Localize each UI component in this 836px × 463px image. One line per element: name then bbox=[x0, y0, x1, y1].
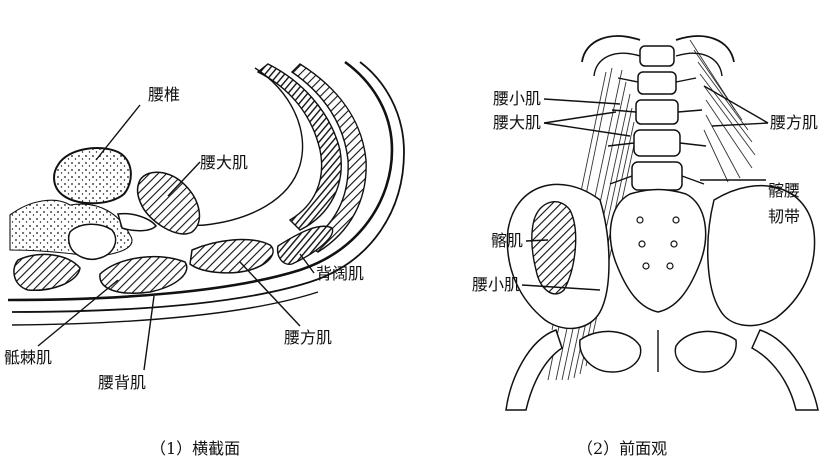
iliacus-muscle bbox=[532, 202, 576, 294]
leader-iliacus bbox=[526, 240, 548, 241]
label-sacrospinalis: 骶棘肌 bbox=[4, 348, 52, 367]
cross-section-diagram: 腰椎 腰大肌 背阔肌 腰方肌 骶棘肌 腰背肌 （1）横截面 bbox=[4, 62, 404, 458]
rib-left-2 bbox=[594, 53, 640, 76]
label-lumbodorsal-muscle: 腰背肌 bbox=[98, 373, 146, 392]
pubis-left bbox=[580, 331, 641, 372]
quadratus-lumborum-muscle bbox=[190, 240, 273, 273]
rib-left bbox=[582, 36, 640, 62]
leader-psoas-minor-top bbox=[544, 99, 620, 104]
label-psoas-major: 腰大肌 bbox=[200, 153, 248, 172]
quadratus-lumborum-fibers bbox=[690, 40, 755, 182]
label-latissimus-dorsi: 背阔肌 bbox=[316, 264, 364, 283]
femur-left bbox=[506, 330, 562, 410]
label-iliacus: 髂肌 bbox=[491, 231, 523, 250]
label-quadratus-lumborum: 腰方肌 bbox=[770, 113, 818, 132]
label-iliolumbar-1: 髂腰 bbox=[768, 181, 800, 200]
lumbar-vertebra-body bbox=[54, 148, 131, 203]
label-iliolumbar-2: 韧带 bbox=[768, 207, 800, 226]
rib-right bbox=[676, 36, 734, 62]
vertebral-arch bbox=[69, 224, 116, 259]
caption-cross-section: （1）横截面 bbox=[150, 439, 240, 458]
front-view-diagram: 腰小肌 腰大肌 腰方肌 髂腰 韧带 髂肌 腰小肌 （2）前面观 bbox=[472, 36, 818, 458]
label-psoas-major: 腰大肌 bbox=[493, 113, 541, 132]
label-quadratus-lumborum: 腰方肌 bbox=[284, 328, 332, 347]
pubis-right bbox=[675, 331, 736, 372]
femur-right bbox=[752, 330, 818, 410]
lumbar-spine bbox=[608, 46, 706, 190]
leader-psoas-major-a bbox=[544, 112, 616, 123]
label-psoas-minor-top: 腰小肌 bbox=[493, 89, 541, 108]
leader-sacrospinalis bbox=[38, 280, 118, 346]
sacrum bbox=[610, 190, 705, 313]
label-psoas-minor-bottom: 腰小肌 bbox=[472, 275, 520, 294]
caption-front-view: （2）前面观 bbox=[577, 439, 667, 458]
leader-quadratus-a bbox=[704, 86, 768, 123]
label-lumbar-vertebra: 腰椎 bbox=[148, 85, 180, 104]
sacrospinalis-muscle bbox=[100, 257, 187, 294]
leader-quadratus-b bbox=[712, 123, 768, 126]
back-muscle-left bbox=[14, 254, 80, 290]
